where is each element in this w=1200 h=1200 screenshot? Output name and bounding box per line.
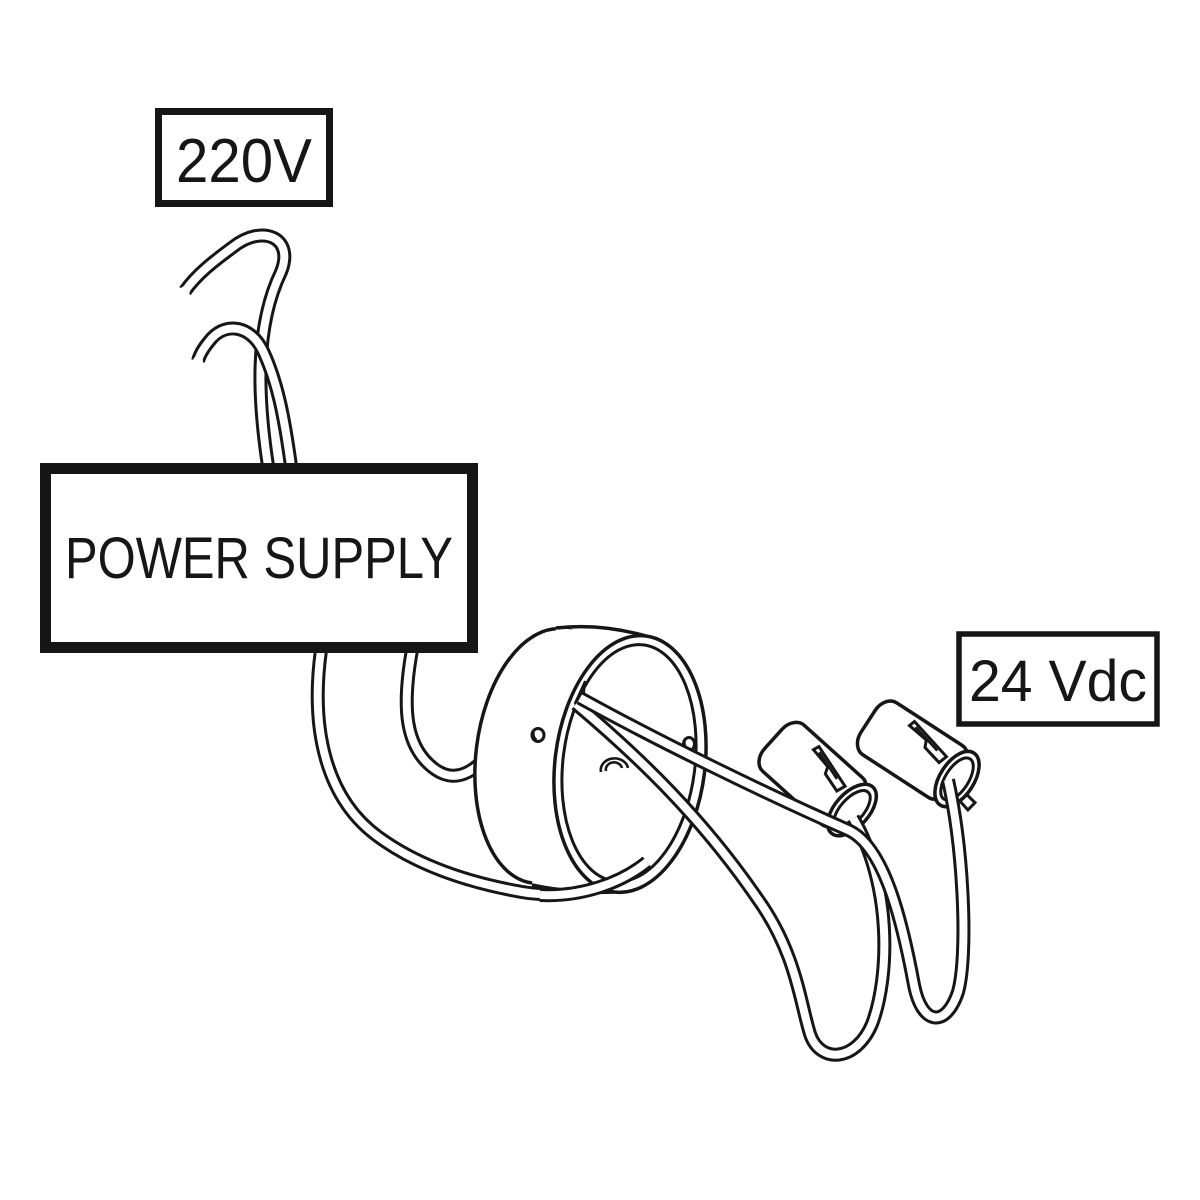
connector-slot-line	[914, 726, 939, 752]
output-voltage-box: 24 Vdc	[956, 631, 1160, 727]
power-supply-box: POWER SUPPLY	[40, 463, 478, 653]
connector-slot-line	[818, 751, 839, 780]
mains-lead-icon	[180, 235, 291, 466]
canopy-drum-icon	[473, 624, 708, 895]
power-supply-box-frame	[40, 463, 478, 653]
label-mains-voltage: 220V	[176, 127, 313, 196]
label-output-voltage: 24 Vdc	[969, 649, 1147, 714]
screw-hole-left	[530, 727, 546, 743]
output-voltage-box-frame	[956, 631, 1160, 727]
mains-voltage-box-frame	[155, 108, 333, 207]
canopy-top-edge	[555, 624, 647, 638]
wire-end-opening	[180, 286, 190, 296]
mains-voltage-box: 220V	[155, 108, 333, 207]
canopy-grommet	[599, 757, 630, 773]
canopy-grommet-inner	[604, 761, 624, 772]
wire-end-opening	[193, 356, 203, 366]
label-power-supply: POWER SUPPLY	[65, 526, 453, 591]
